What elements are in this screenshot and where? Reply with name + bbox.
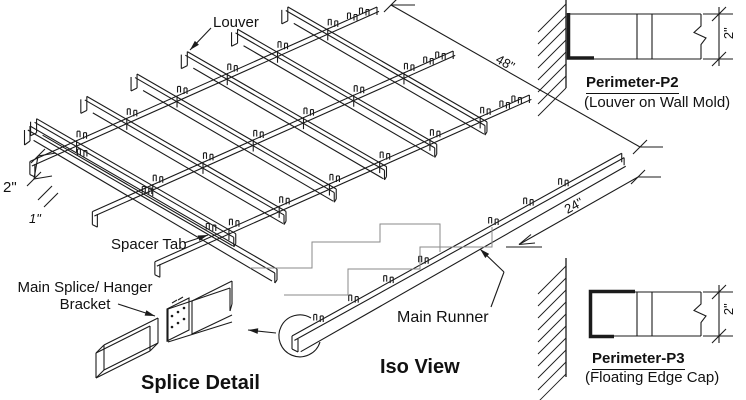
iso-view-caption: Iso View [380, 356, 460, 378]
splice-bracket-label-line2: Bracket [59, 295, 111, 313]
dim-2in-p2: 2" [720, 27, 736, 40]
spacer-tab-label: Spacer Tab [111, 236, 187, 253]
louver-label: Louver [213, 14, 259, 31]
perimeter-p2-subtitle: (Louver on Wall Mold) [584, 94, 731, 111]
perimeter-p3-subtitle: (Floating Edge Cap) [585, 369, 720, 386]
perimeter-p3-title: Perimeter-P3 [592, 350, 685, 370]
dim-2in-p3: 2" [720, 303, 736, 316]
perimeter-p2-title: Perimeter-P2 [586, 74, 679, 94]
splice-detail-caption: Splice Detail [141, 372, 260, 394]
dim-1in-tab-offset: 1" [29, 211, 41, 226]
splice-bracket-label-line1: Main Splice/ Hanger [17, 279, 153, 296]
splice-bracket-label: Main Splice/ Hanger Bracket [8, 279, 162, 313]
main-runner-label: Main Runner [397, 309, 489, 326]
dim-2in-louver-height: 2" [3, 179, 17, 196]
